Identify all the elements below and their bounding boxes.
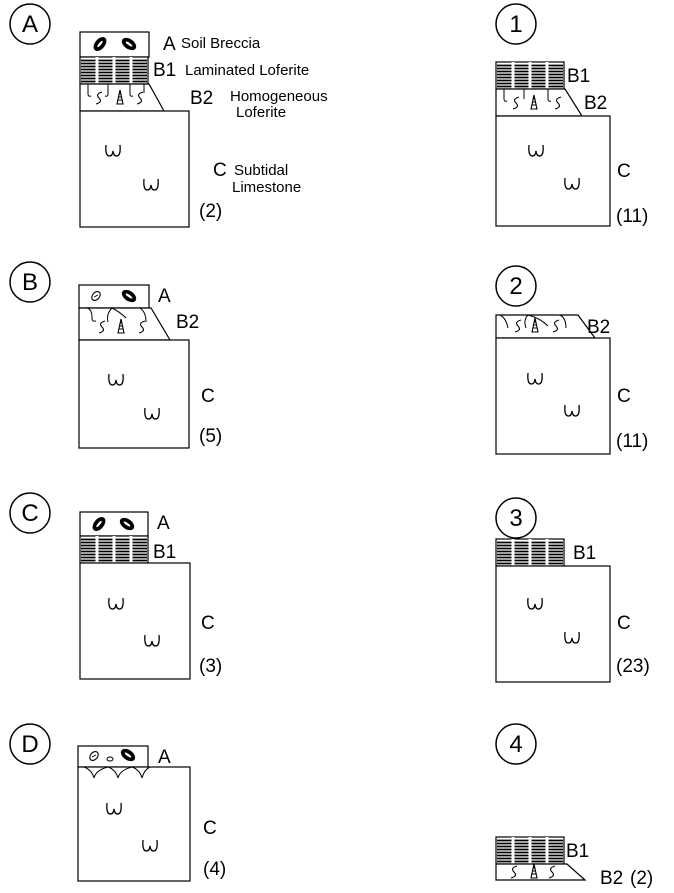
unit-label-c: C bbox=[617, 386, 631, 407]
unit-label-a: A bbox=[157, 513, 170, 534]
section-count: (23) bbox=[616, 656, 650, 677]
unit-label-c: C bbox=[617, 161, 631, 182]
section-count: (5) bbox=[199, 426, 222, 447]
homogeneous-loferite-label-2: Loferite bbox=[236, 104, 286, 121]
unit-label-a: A bbox=[163, 34, 176, 55]
panel-number: 2 bbox=[509, 273, 522, 300]
subtidal-limestone-unit bbox=[78, 767, 190, 881]
unit-label-b1: B1 bbox=[566, 841, 589, 862]
panel-3: 3 B1 C (23) bbox=[496, 498, 650, 682]
unit-label-b2: B2 bbox=[190, 88, 213, 109]
laminated-loferite-unit bbox=[80, 57, 148, 84]
unit-label-a: A bbox=[158, 286, 171, 307]
laminated-loferite-unit bbox=[80, 536, 148, 563]
subtidal-limestone-unit bbox=[79, 340, 189, 448]
unit-label-b2: B2 bbox=[600, 868, 623, 889]
homogeneous-loferite-unit bbox=[496, 864, 585, 880]
panel-A: A A Soil Breccia B1 Laminated Loferite B… bbox=[10, 4, 328, 227]
soil-breccia-unit bbox=[78, 746, 148, 767]
section-count: (2) bbox=[630, 868, 653, 889]
subtidal-limestone-label-2: Limestone bbox=[232, 179, 301, 196]
laminated-loferite-unit bbox=[496, 62, 564, 89]
unit-label-c: C bbox=[617, 613, 631, 634]
section-count: (11) bbox=[616, 206, 648, 227]
homogeneous-loferite-unit bbox=[496, 315, 595, 338]
panel-number: 1 bbox=[509, 11, 522, 38]
unit-label-c: C bbox=[213, 160, 227, 181]
subtidal-limestone-unit bbox=[80, 563, 190, 679]
laminated-loferite-unit bbox=[496, 837, 564, 864]
section-count: (11) bbox=[616, 431, 648, 452]
homogeneous-loferite-unit bbox=[496, 89, 582, 116]
panel-number: 3 bbox=[509, 505, 522, 532]
panel-letter: C bbox=[21, 500, 38, 527]
panel-2: 2 B2 C (11) bbox=[496, 266, 648, 454]
subtidal-limestone-unit bbox=[496, 566, 610, 682]
panel-D: D A C (4) bbox=[10, 724, 226, 881]
subtidal-limestone-unit bbox=[80, 111, 189, 227]
laminated-loferite-label: Laminated Loferite bbox=[185, 62, 309, 79]
unit-label-b2: B2 bbox=[584, 93, 607, 114]
panel-letter: D bbox=[21, 731, 38, 758]
section-count: (3) bbox=[199, 656, 222, 677]
unit-label-b1: B1 bbox=[153, 542, 176, 563]
panel-C: C A B1 C (3) bbox=[10, 493, 222, 679]
section-count: (2) bbox=[199, 201, 222, 222]
section-count: (4) bbox=[203, 859, 226, 880]
homogeneous-loferite-unit bbox=[79, 308, 170, 340]
unit-label-c: C bbox=[203, 818, 217, 839]
subtidal-limestone-unit bbox=[496, 338, 610, 454]
panel-number: 4 bbox=[509, 731, 522, 758]
panel-letter: A bbox=[22, 11, 38, 38]
homogeneous-loferite-label-1: Homogeneous bbox=[230, 88, 328, 105]
soil-breccia-label: Soil Breccia bbox=[181, 35, 261, 52]
soil-breccia-unit bbox=[79, 285, 149, 308]
unit-label-c: C bbox=[201, 613, 215, 634]
subtidal-limestone-label-1: Subtidal bbox=[234, 162, 288, 179]
unit-label-a: A bbox=[158, 747, 171, 768]
panel-B: B A B2 C (5) bbox=[10, 262, 222, 448]
soil-breccia-unit bbox=[80, 512, 148, 536]
unit-label-b1: B1 bbox=[573, 543, 596, 564]
panel-letter: B bbox=[22, 269, 38, 296]
panel-4: 4 B1 B2 (2) bbox=[496, 724, 653, 889]
panel-1: 1 B1 B2 C (11) bbox=[496, 4, 648, 227]
unit-label-b1: B1 bbox=[567, 66, 590, 87]
unit-label-c: C bbox=[201, 386, 215, 407]
unit-label-b2: B2 bbox=[587, 317, 610, 338]
unit-label-b2: B2 bbox=[176, 312, 199, 333]
subtidal-limestone-unit bbox=[496, 116, 610, 226]
laminated-loferite-unit bbox=[496, 539, 564, 566]
unit-label-b1: B1 bbox=[153, 60, 176, 81]
soil-breccia-unit bbox=[80, 32, 149, 57]
